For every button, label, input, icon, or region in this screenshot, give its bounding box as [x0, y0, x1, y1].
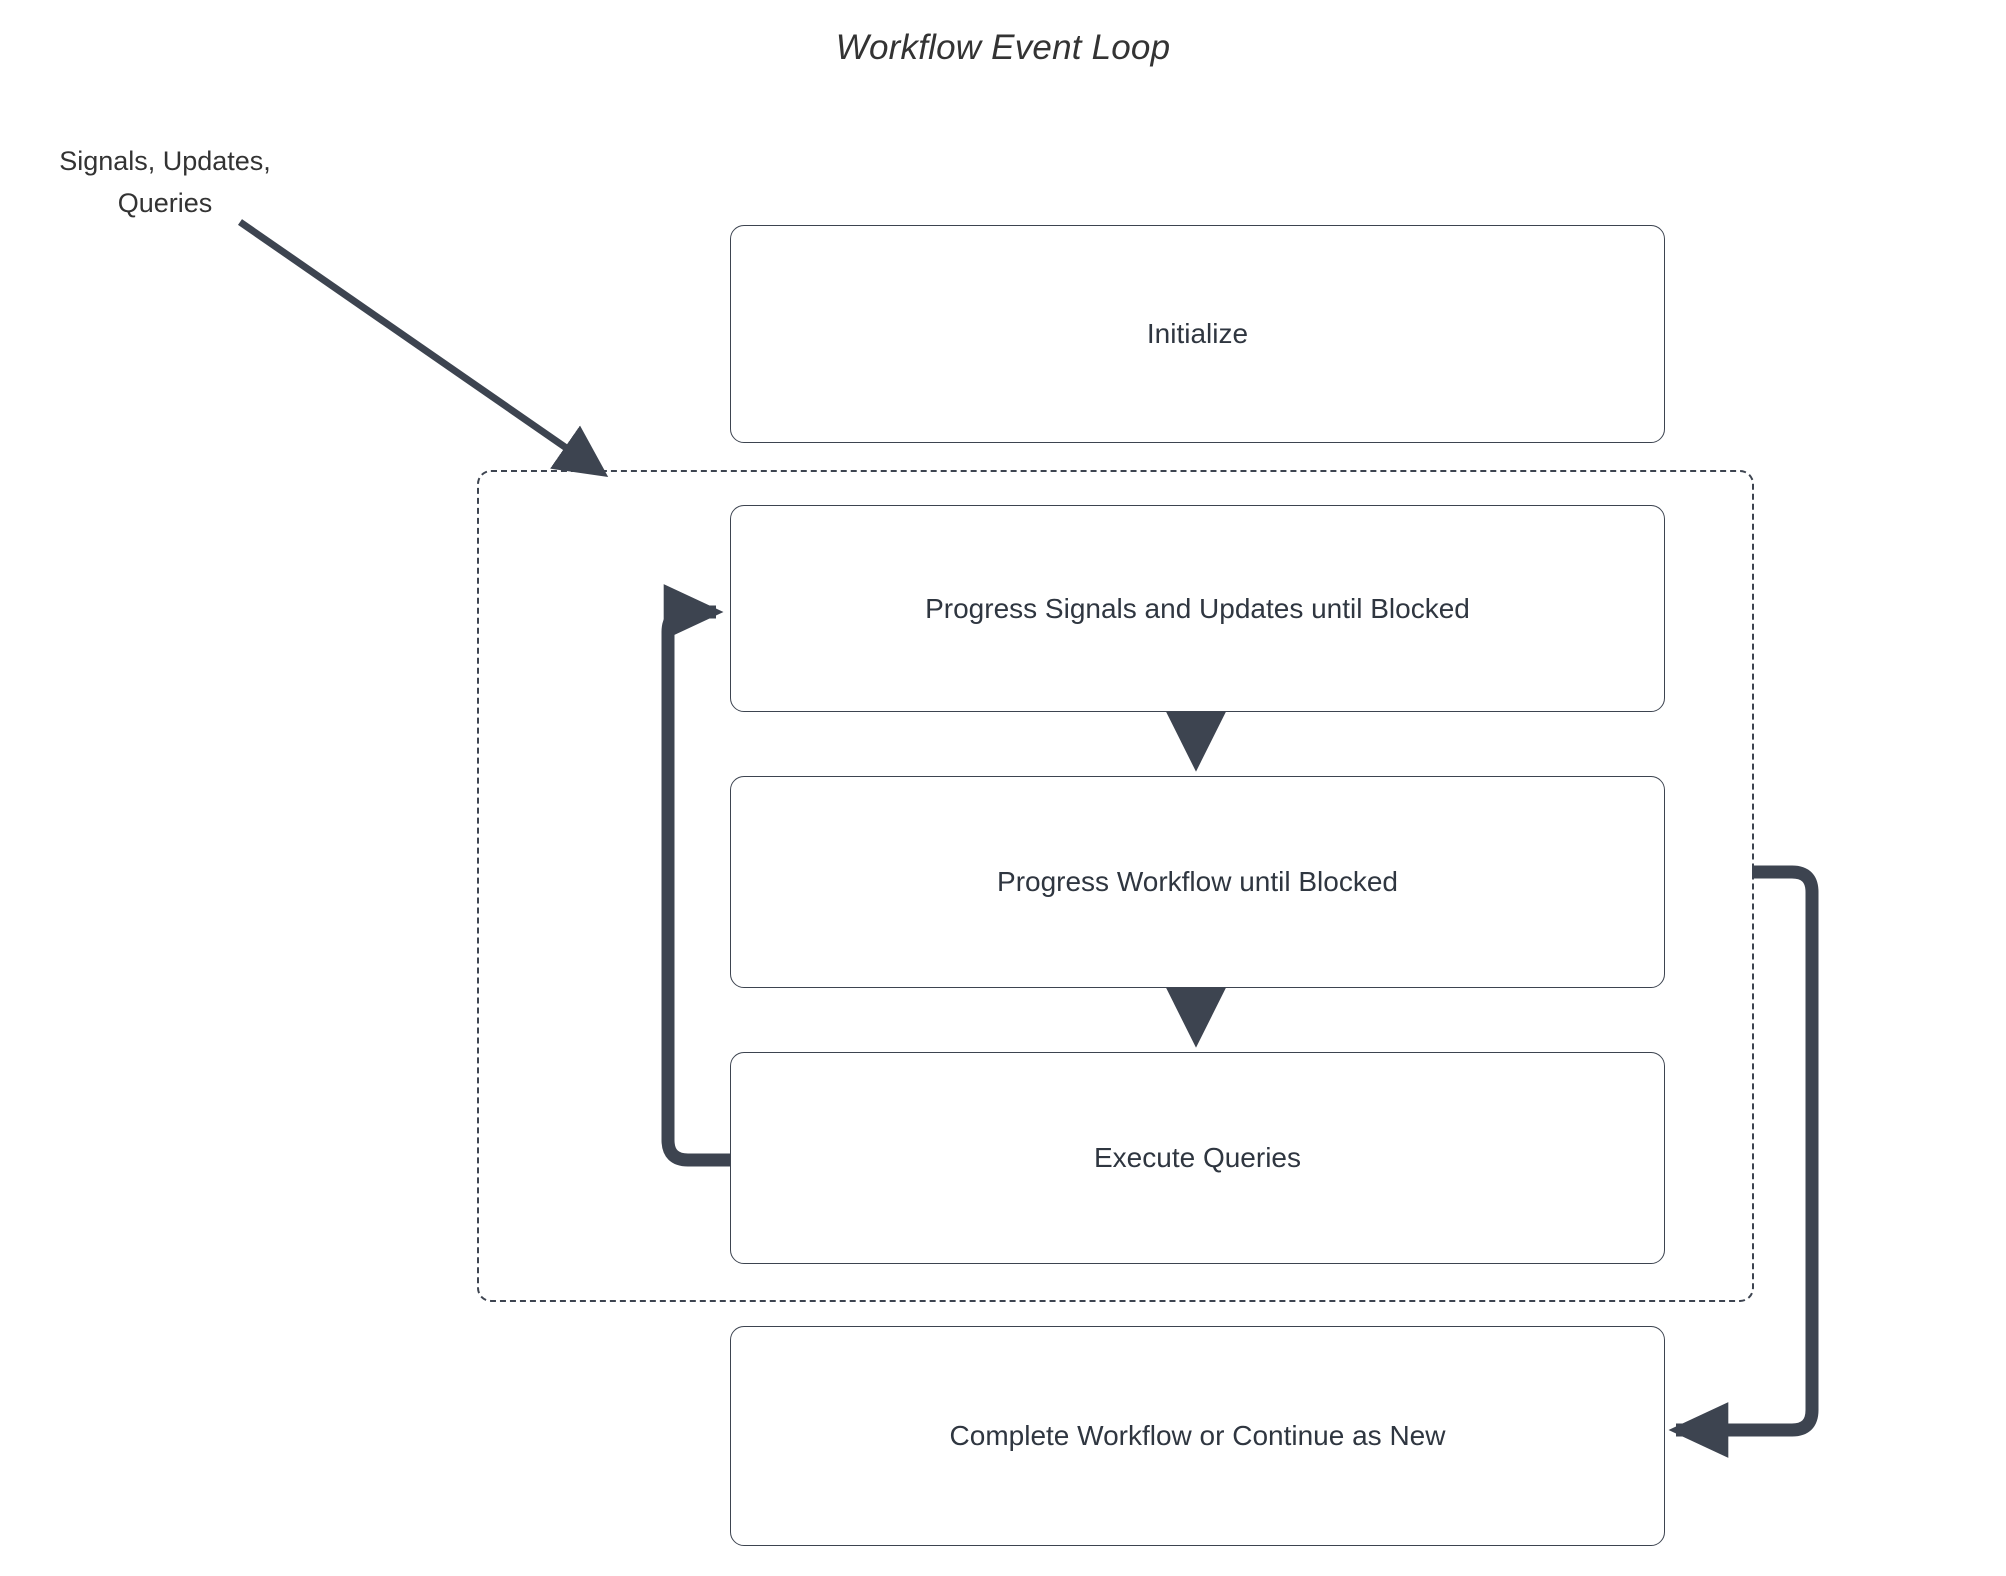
- node-progress-signals-label: Progress Signals and Updates until Block…: [925, 592, 1470, 624]
- edge-execute-queries-loopback: [661, 584, 730, 1167]
- node-progress-workflow-label: Progress Workflow until Blocked: [997, 866, 1398, 898]
- node-execute-queries-label: Execute Queries: [1094, 1142, 1301, 1174]
- node-complete-workflow-label: Complete Workflow or Continue as New: [949, 1420, 1446, 1452]
- node-initialize-label: Initialize: [1146, 318, 1249, 350]
- node-complete-workflow[interactable]: Complete Workflow or Continue as New: [730, 1326, 1665, 1546]
- edge-external-input-to-loop: [238, 219, 609, 477]
- node-progress-workflow[interactable]: Progress Workflow until Blocked: [730, 776, 1665, 988]
- node-progress-signals[interactable]: Progress Signals and Updates until Block…: [730, 505, 1665, 712]
- edge-loop-to-complete-workflow: [1668, 865, 1819, 1458]
- node-initialize[interactable]: Initialize: [730, 225, 1665, 443]
- node-execute-queries[interactable]: Execute Queries: [730, 1052, 1665, 1264]
- event-loop-group-container: [477, 470, 1754, 1302]
